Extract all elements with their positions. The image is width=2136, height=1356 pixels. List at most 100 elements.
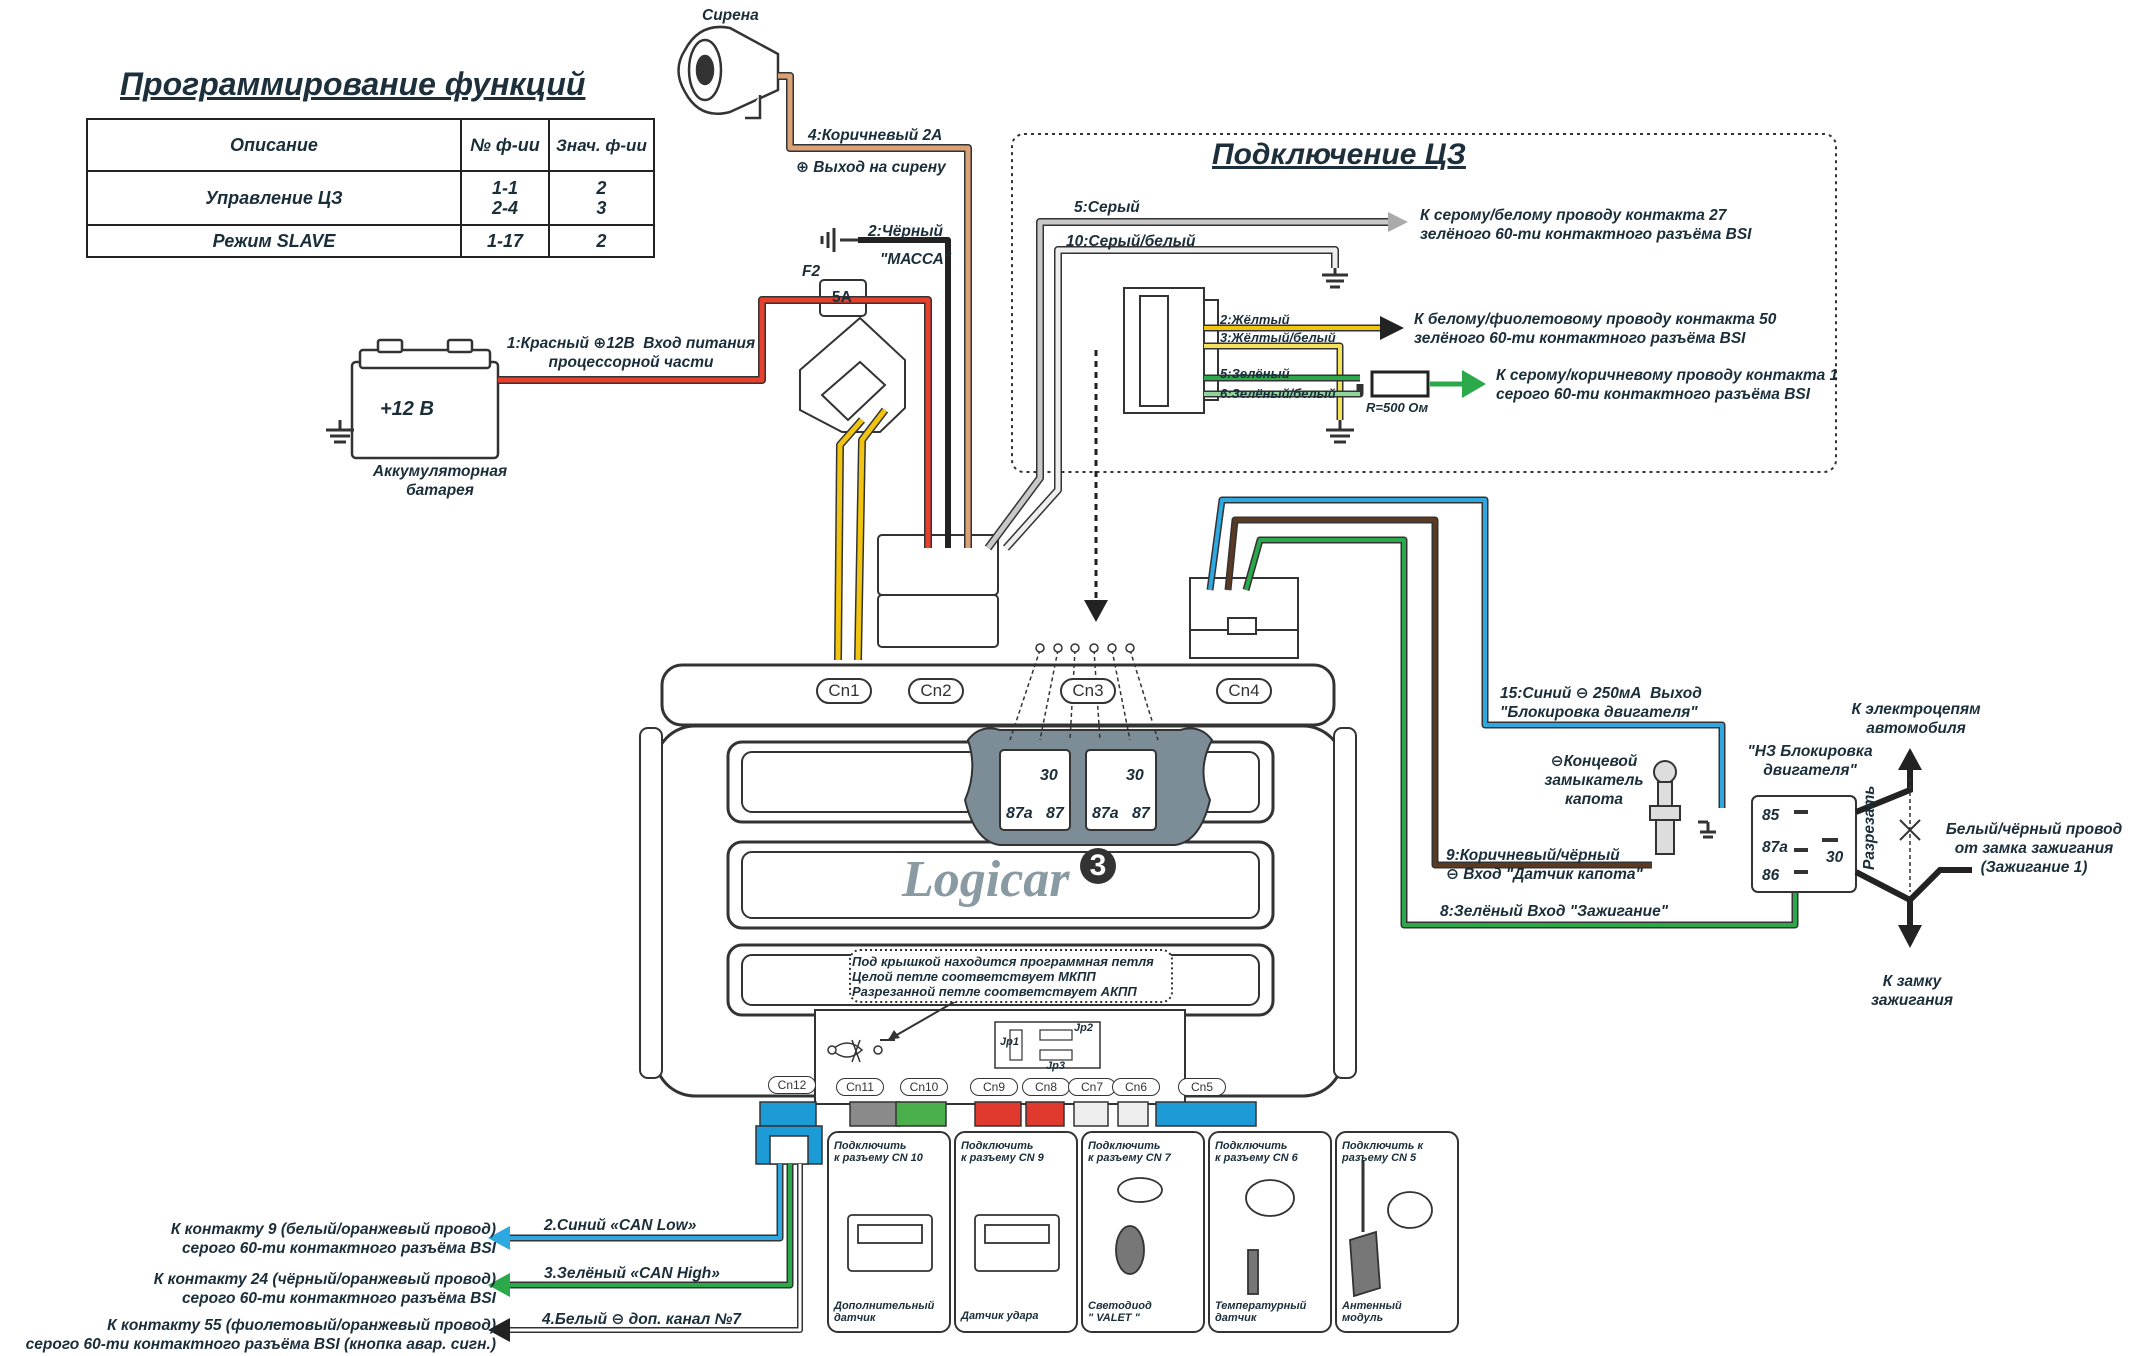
- brand-logo: Logicar: [902, 851, 1070, 908]
- siren-title: Сирена: [702, 7, 759, 24]
- siren-out: ⊕ Выход на сирену: [796, 159, 946, 176]
- conn-cn4: Cn4: [1216, 678, 1272, 704]
- cn4-w8: 8:Зелёный Вход "Зажигание": [1440, 903, 1669, 920]
- mod5-bottom: Антенный модуль: [1342, 1300, 1402, 1324]
- row2-desc: Режим SLAVE: [86, 224, 462, 258]
- relay-30: 30: [1826, 849, 1844, 866]
- mod4-bottom: Температурный датчик: [1215, 1300, 1307, 1324]
- brand-num: 3: [1080, 848, 1116, 884]
- jp2: Jp2: [1074, 1022, 1093, 1034]
- can-w3: 3.Зелёный «CAN High»: [544, 1265, 720, 1282]
- row1-desc: Управление ЦЗ: [86, 170, 462, 226]
- cz-title: Подключение ЦЗ: [1212, 138, 1466, 171]
- block-relay: [1751, 795, 1857, 893]
- mod2-top: Подключить к разъему CN 9: [961, 1140, 1044, 1164]
- ignition-lines: [1854, 770, 1972, 925]
- ground-name: "МАССА": [880, 251, 952, 268]
- can-d2: К контакту 9 (белый/оранжевый провод) се…: [170, 1221, 496, 1257]
- cz-res: R=500 Ом: [1366, 400, 1429, 415]
- cz-dest3: К серому/коричневому проводу контакта 1 …: [1496, 367, 1839, 403]
- col-desc: Описание: [86, 118, 462, 172]
- wires: [498, 72, 1799, 1333]
- can-w4: 4.Белый ⊖ доп. канал №7: [542, 1311, 741, 1328]
- cut-label: Разрезать: [1861, 785, 1878, 870]
- fuse-holder: [799, 279, 906, 433]
- jp1: Jp1: [1000, 1036, 1019, 1048]
- conn-cn7: Cn7: [1068, 1078, 1116, 1096]
- fuse-id: F2: [802, 263, 821, 280]
- row2-num: 1-17: [460, 224, 550, 258]
- relay-87a: 87a: [1762, 839, 1788, 856]
- mod3-bottom: Светодиод " VALET ": [1088, 1300, 1152, 1324]
- cn4-hood: ⊖Концевой замыкатель капота: [1544, 753, 1644, 808]
- to-circuits: К электроцепям автомобиля: [1851, 701, 1981, 737]
- cz-frame: [1011, 133, 1837, 473]
- row1-val: 2 3: [548, 170, 655, 226]
- conn-cn3: Cn3: [1060, 678, 1116, 704]
- cz-w2: 2:Жёлтый: [1220, 312, 1290, 327]
- cn4-nz: "НЗ Блокировка двигателя": [1747, 743, 1873, 779]
- fuse-val: 5А: [832, 289, 852, 306]
- conn-cn2: Cn2: [908, 678, 964, 704]
- ground-wire: 2:Чёрный: [868, 223, 943, 240]
- module-art: [847, 1160, 1433, 1298]
- relay-b-87: 87: [1132, 805, 1150, 822]
- can-d3: К контакту 24 (чёрный/оранжевый провод) …: [153, 1271, 496, 1307]
- mod4-top: Подключить к разъему CN 6: [1215, 1140, 1298, 1164]
- battery-wire: 1:Красный ⊕12В Вход питания процессорной…: [506, 335, 756, 371]
- cn4-w9: 9:Коричневый/чёрный ⊖ Вход "Датчик капот…: [1446, 847, 1643, 883]
- relay-b-30: 30: [1126, 767, 1144, 784]
- conn-cn1: Cn1: [816, 678, 872, 704]
- mod2-bottom: Датчик удара: [961, 1310, 1039, 1322]
- battery: [350, 338, 500, 460]
- mod1-bottom: Дополнительный датчик: [834, 1300, 935, 1324]
- relay-a-87a: 87a: [1006, 805, 1033, 822]
- cn4-w15: 15:Синий ⊖ 250мА Выход "Блокировка двига…: [1500, 685, 1702, 721]
- prog-title: Программирование функций: [120, 66, 586, 102]
- resistor: [1370, 370, 1430, 398]
- top-plugs: [877, 534, 1299, 659]
- relay-b-87a: 87a: [1092, 805, 1119, 822]
- can-w2: 2.Синий «CAN Low»: [544, 1217, 697, 1234]
- conn-cn11: Cn11: [836, 1078, 884, 1096]
- ground-symbols: [326, 228, 1716, 839]
- can-d4: К контакту 55 (фиолетовый/оранжевый пров…: [25, 1317, 496, 1353]
- jp3: Jp3: [1046, 1060, 1065, 1072]
- relay-a-87: 87: [1046, 805, 1064, 822]
- mod1-top: Подключить к разъему CN 10: [834, 1140, 923, 1164]
- cz-w5g: 5:Зелёный: [1220, 366, 1290, 381]
- relay-a-30: 30: [1040, 767, 1058, 784]
- main-unit: [639, 643, 1357, 1105]
- relay-86: 86: [1762, 867, 1780, 884]
- from-ignition: Белый/чёрный провод от замка зажигания (…: [1945, 821, 2123, 876]
- cz-dest1: К серому/белому проводу контакта 27 зелё…: [1420, 207, 1752, 243]
- conn-cn12: Cn12: [768, 1076, 816, 1094]
- loop-note: Под крышкой находится программная петля …: [852, 954, 1154, 999]
- cz-w6: 6:Зелёный/белый: [1220, 386, 1336, 401]
- conn-cn8: Cn8: [1022, 1078, 1070, 1096]
- hood-switch-graphic: [1649, 760, 1681, 855]
- cz-w5: 5:Серый: [1074, 199, 1140, 216]
- battery-name: Аккумуляторная батарея: [372, 463, 508, 499]
- cz-w3: 3:Жёлтый/белый: [1220, 330, 1336, 345]
- mod5-top: Подключить к разъему CN 5: [1342, 1140, 1424, 1164]
- battery-label: +12 В: [380, 398, 434, 420]
- row2-val: 2: [548, 224, 655, 258]
- cz-connector: [1123, 287, 1219, 414]
- conn-cn9: Cn9: [970, 1078, 1018, 1096]
- prog-table: Описание № ф-ии Знач. ф-ии Управление ЦЗ…: [86, 118, 655, 258]
- col-val: Знач. ф-ии: [548, 118, 655, 172]
- cz-dest2: К белому/фиолетовому проводу контакта 50…: [1414, 311, 1777, 347]
- col-num: № ф-ии: [460, 118, 550, 172]
- siren-wire: 4:Коричневый 2А: [808, 127, 943, 144]
- cz-w10: 10:Серый/белый: [1066, 233, 1196, 250]
- arrowheads: [488, 212, 1486, 1342]
- to-lock: К замку зажигания: [1870, 973, 1954, 1009]
- conn-cn5: Cn5: [1178, 1078, 1226, 1096]
- bottom-connectors: [755, 1101, 1257, 1165]
- siren-graphic: [677, 25, 780, 120]
- relay-85: 85: [1762, 807, 1780, 824]
- conn-cn6: Cn6: [1112, 1078, 1160, 1096]
